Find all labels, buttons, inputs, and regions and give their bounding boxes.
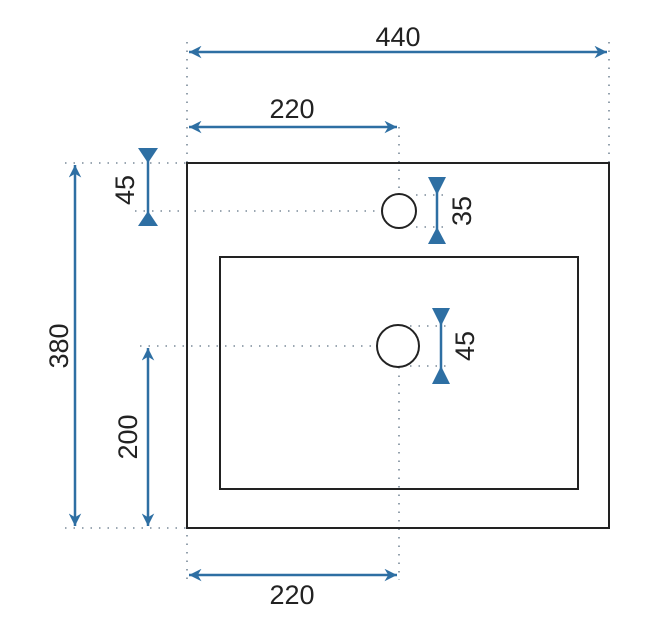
dimension-tap-offset-top: 220 [189, 94, 397, 134]
dimension-label: 220 [269, 580, 314, 610]
dimension-label: 35 [447, 196, 477, 226]
dimension-label: 220 [269, 94, 314, 124]
dimension-label: 380 [44, 323, 74, 368]
dimension-overall-depth: 380 [44, 165, 82, 526]
dimension-drain-from-edge: 200 [113, 348, 155, 526]
dimension-tap-offset-bottom: 220 [189, 568, 397, 610]
extension-lines [65, 42, 610, 580]
basin-outline [219, 256, 579, 490]
dimension-label: 45 [110, 175, 140, 205]
dimension-tap-from-edge: 45 [110, 148, 158, 226]
dimension-label: 200 [113, 414, 143, 459]
dimension-label: 440 [375, 22, 420, 52]
dimension-drain-diameter: 45 [432, 308, 480, 384]
dimension-overall-width: 440 [189, 22, 607, 59]
dimension-label: 45 [450, 331, 480, 361]
tap-hole [381, 193, 417, 229]
dimension-tap-diameter: 35 [428, 177, 477, 244]
sink-outer-outline [186, 162, 610, 529]
drain-hole [376, 324, 420, 368]
